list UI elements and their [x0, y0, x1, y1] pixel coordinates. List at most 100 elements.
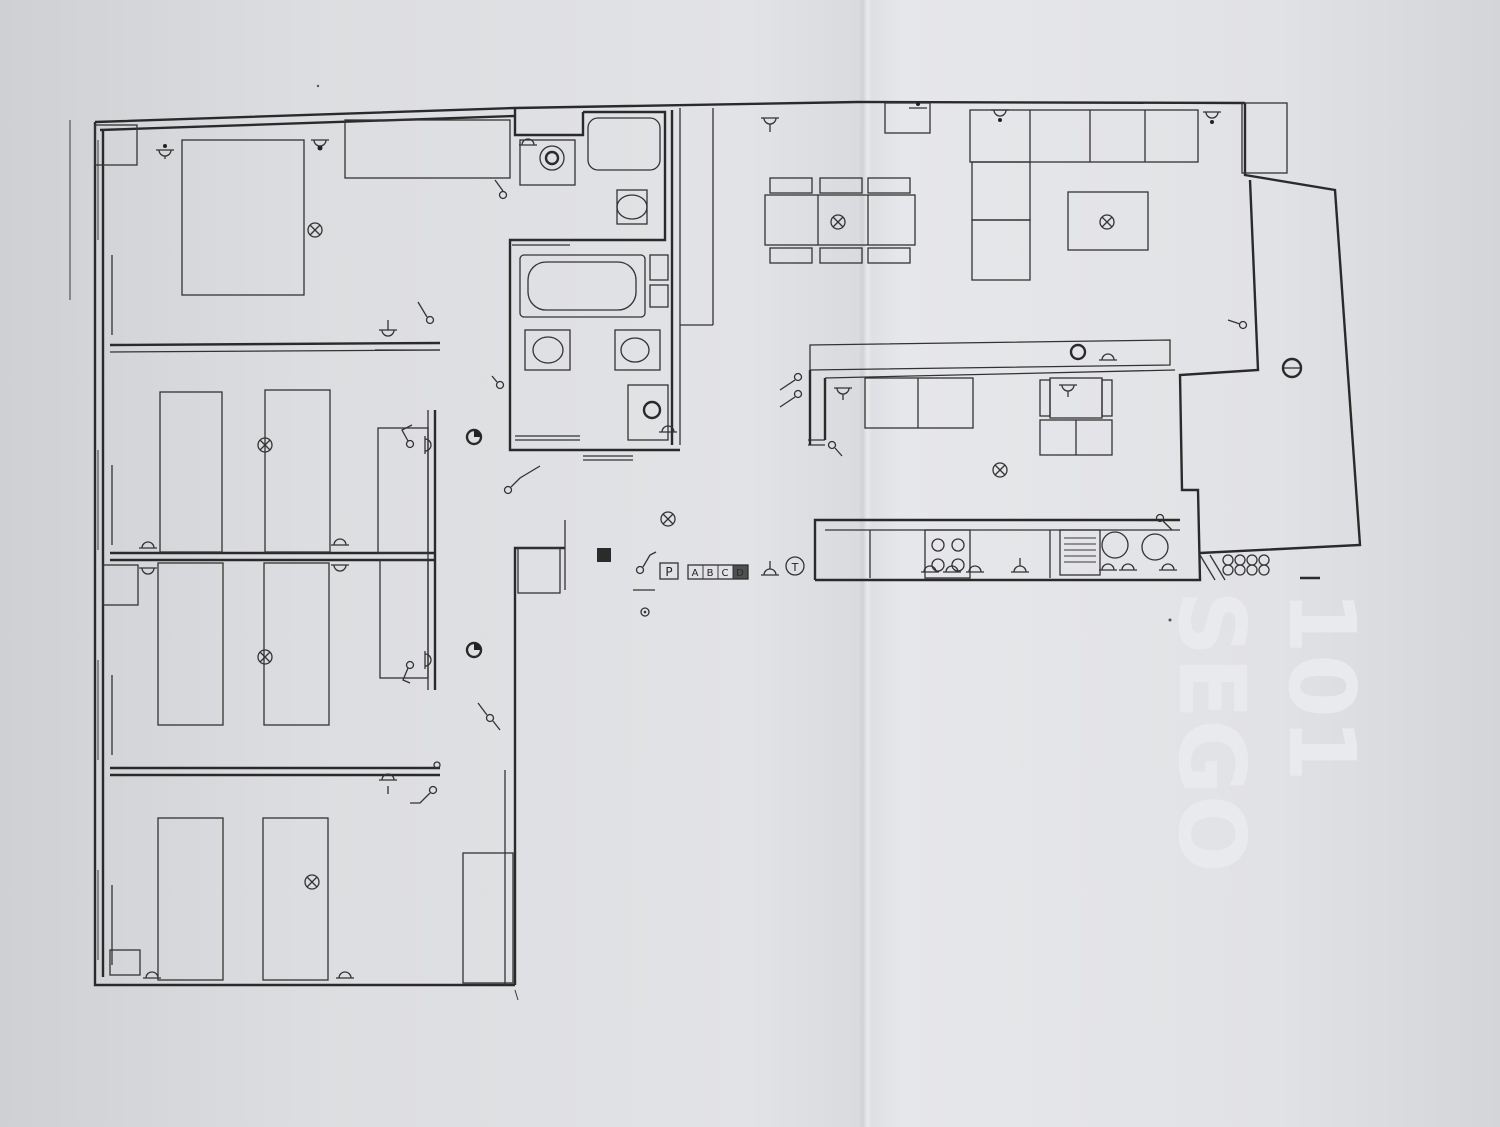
- bed-3a: [157, 562, 224, 726]
- bleed-through-marks: SEGO 101: [1158, 590, 1375, 873]
- light-icon: [992, 462, 1008, 478]
- outlet-icon: [966, 565, 984, 573]
- boiler-icon: [544, 150, 560, 166]
- svg-text:SEGO: SEGO: [1158, 590, 1265, 873]
- outlet-icon: [921, 565, 939, 573]
- shower-tray: [587, 117, 661, 171]
- outlet-icon: [311, 139, 329, 151]
- svg-text:101: 101: [1268, 590, 1375, 782]
- coffee-table: [1067, 191, 1149, 251]
- sofa-back: [969, 109, 1199, 163]
- outlet-icon: [143, 971, 161, 979]
- paper-fold: [858, 0, 872, 1127]
- hall-light-icon: [465, 641, 483, 659]
- thermostat-icon: [1069, 343, 1087, 361]
- panel-c-label: C: [722, 568, 729, 579]
- misc-marks: [69, 84, 1172, 622]
- outlet-icon: [156, 144, 174, 159]
- electrical-panel: P A B C D T: [659, 556, 805, 580]
- switch-icon: [410, 785, 438, 804]
- power-outlets: [139, 102, 1221, 979]
- outlet-icon: [139, 567, 157, 575]
- outlet-icon: [761, 561, 779, 576]
- light-icon: [830, 214, 846, 230]
- panel-p-label: P: [665, 565, 672, 579]
- water-heater-icon: [642, 400, 662, 420]
- bedroom-4: [157, 770, 514, 985]
- dishwasher-icon: [1141, 533, 1169, 561]
- dining-table: [764, 194, 916, 246]
- switch-icon: [401, 424, 415, 449]
- bed-4b: [262, 817, 329, 981]
- switch-icon: [635, 551, 657, 575]
- toilet-2-icon: [620, 337, 650, 363]
- outlet-icon: [336, 971, 354, 979]
- hall-light-icon: [465, 428, 483, 446]
- switch-icon: [503, 465, 541, 495]
- kitchen: [808, 343, 1303, 581]
- outlet-icon: [331, 538, 349, 546]
- switch-icon: [494, 179, 508, 200]
- bed-3b: [263, 562, 330, 726]
- bedroom-2: [159, 389, 429, 554]
- bedroom-3: [157, 559, 429, 726]
- light-icon: [307, 222, 323, 238]
- outlet-icon: [424, 651, 432, 669]
- bathtub: [519, 254, 646, 318]
- outlet-icon: [379, 773, 397, 794]
- bidet-icon: [532, 336, 564, 364]
- living-room: [764, 102, 1288, 371]
- outlet-icon: [1099, 563, 1117, 571]
- light-icon: [304, 874, 320, 890]
- switch-icon: [417, 301, 435, 325]
- facade-windows: [94, 124, 141, 976]
- switch-icon: [491, 375, 505, 390]
- switch-icon: [779, 389, 803, 408]
- light-icon: [660, 511, 676, 527]
- cooktop: [924, 529, 971, 579]
- basin-unit: [627, 384, 669, 441]
- switch-icon: [477, 702, 501, 731]
- light-switches: [401, 179, 1248, 804]
- outer-walls: [93, 100, 1362, 1001]
- bed-4a: [157, 817, 224, 981]
- panel-a-label: A: [692, 568, 699, 579]
- kitchen-counter-top: [864, 377, 974, 429]
- light-icon: [1099, 214, 1115, 230]
- gas-bottles: [1222, 554, 1270, 576]
- kitchen-table: [1049, 377, 1103, 419]
- outlet-icon: [834, 387, 852, 400]
- outlet-icon: [1059, 384, 1077, 397]
- entrance-cabinet: [517, 547, 561, 594]
- switch-icon: [827, 440, 843, 457]
- outlet-icon: [1099, 353, 1117, 361]
- outlet-icon: [139, 541, 157, 549]
- switch-icon: [433, 761, 441, 769]
- outlet-icon: [1119, 563, 1137, 571]
- wardrobe-1: [344, 119, 511, 179]
- bed-2b: [264, 389, 331, 553]
- panel-b-label: B: [707, 568, 714, 579]
- outlet-icon: [943, 565, 961, 573]
- telephone-outlet-icon: [785, 556, 805, 576]
- outlet-icon: [379, 320, 397, 337]
- switch-icon: [402, 660, 415, 684]
- switch-icon: [1227, 319, 1248, 330]
- outlet-icon: [519, 138, 537, 146]
- light-icon: [257, 649, 273, 665]
- switch-icon: [1155, 513, 1173, 531]
- washing-machine-icon: [1101, 531, 1129, 559]
- bedroom-1: [181, 119, 511, 296]
- switch-icon: [779, 372, 803, 391]
- outlet-icon: [1011, 558, 1029, 573]
- outlet-icon: [1203, 111, 1221, 124]
- wardrobe-4: [462, 852, 514, 984]
- intercom-icon: [597, 548, 611, 562]
- outlet-icon: [331, 564, 349, 572]
- wardrobe-2: [377, 427, 429, 554]
- entrance-hall: [517, 520, 655, 617]
- bathrooms: [508, 108, 714, 461]
- bed-1: [181, 139, 305, 296]
- outlet-icon: [991, 109, 1009, 122]
